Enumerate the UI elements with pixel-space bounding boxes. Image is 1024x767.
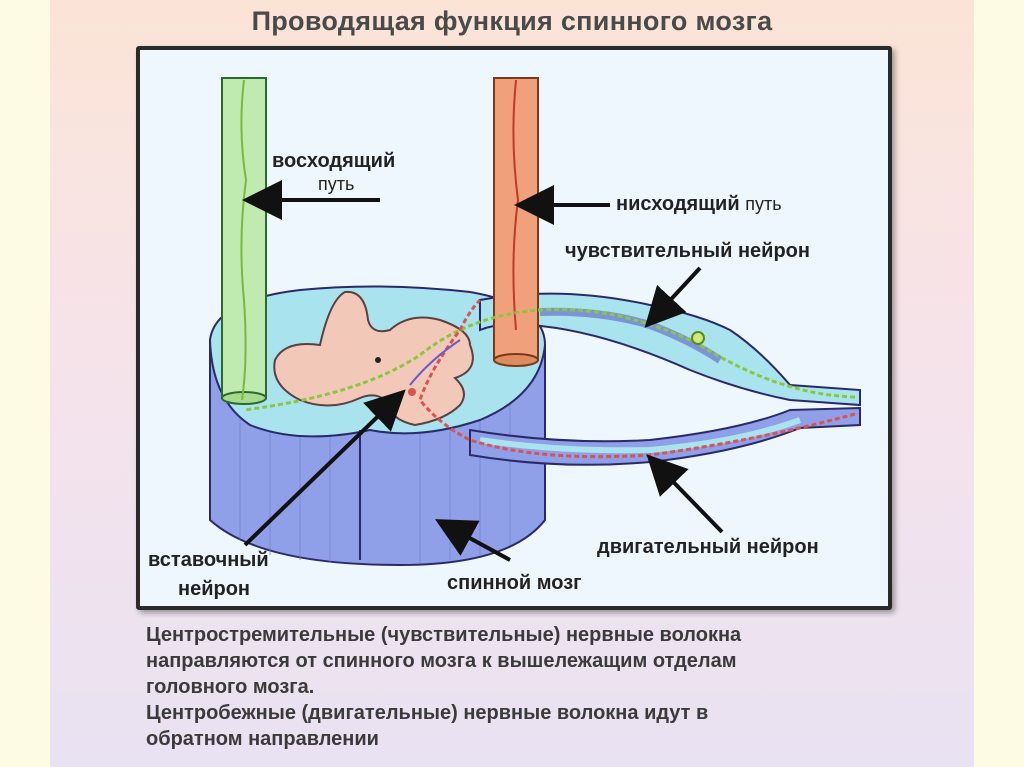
label-interneuron: вставочный bbox=[148, 549, 269, 571]
arrow-interneuron bbox=[243, 389, 406, 547]
label-descending-word: нисходящий bbox=[616, 193, 740, 215]
label-descending-path: путь bbox=[745, 194, 782, 214]
label-ascending: восходящий bbox=[272, 150, 396, 172]
label-sensory-neuron: чувствительный нейрон bbox=[565, 240, 810, 262]
interneuron bbox=[409, 339, 461, 386]
sensory-fiber bbox=[243, 307, 856, 412]
motor-fiber bbox=[418, 298, 856, 459]
caption: Центростремительные (чувствительные) нер… bbox=[146, 622, 946, 752]
caption-line-4: Центробежные (двигательные) нервные воло… bbox=[146, 702, 709, 724]
caption-line-3: головного мозга. bbox=[146, 676, 315, 698]
caption-line-5: обратном направлении bbox=[146, 728, 379, 750]
ascending-tract bbox=[221, 77, 267, 405]
sensory-ganglion bbox=[691, 331, 705, 345]
label-descending: нисходящий путь bbox=[616, 193, 782, 216]
arrow-sensory bbox=[644, 266, 702, 328]
slide-title: Проводящая функция спинного мозга bbox=[251, 6, 773, 36]
label-motor-neuron: двигательный нейрон bbox=[597, 536, 819, 558]
descending-tract bbox=[493, 77, 539, 367]
caption-line-2: направляются от спинного мозга к вышележ… bbox=[146, 650, 737, 672]
caption-line-1: Центростремительные (чувствительные) нер… bbox=[146, 624, 742, 646]
label-interneuron-2: нейрон bbox=[178, 578, 251, 600]
arrow-motor bbox=[646, 454, 724, 534]
arrow-spinal-cord bbox=[434, 519, 511, 562]
label-spinal-cord: спинной мозг bbox=[447, 572, 582, 594]
label-ascending-path: путь bbox=[318, 174, 355, 194]
